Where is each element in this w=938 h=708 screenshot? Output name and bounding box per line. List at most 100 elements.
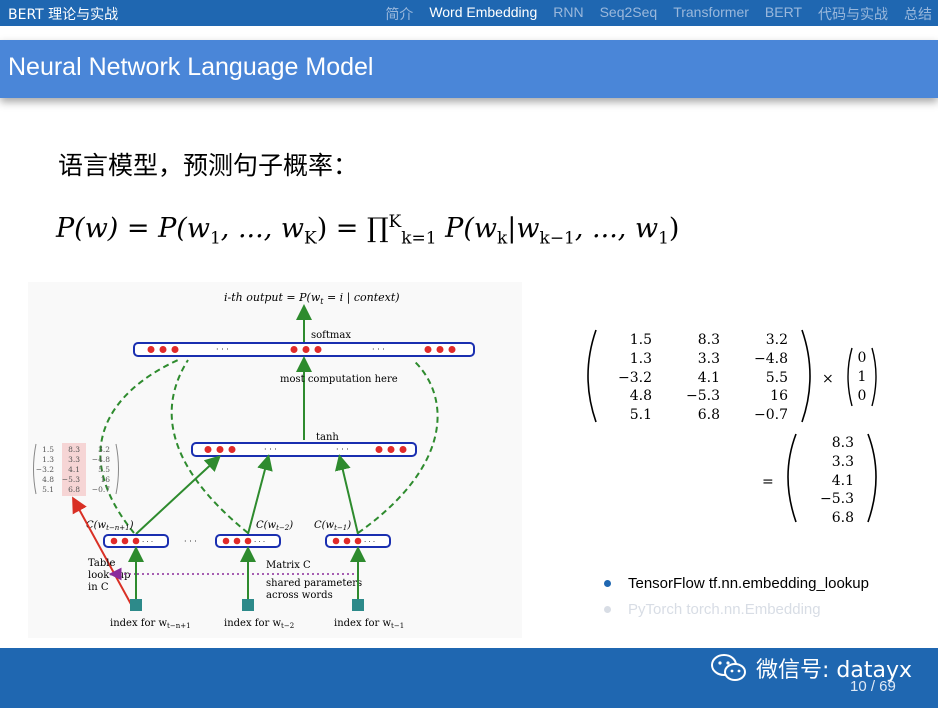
svg-text:3.3: 3.3 (698, 351, 720, 367)
formula-prod-sub: k=1 (401, 228, 437, 249)
bullet-pytorch: PyTorch torch.nn.Embedding (604, 596, 869, 622)
equals-sign: = (762, 474, 774, 490)
table-lookup-line-3: in C (88, 582, 109, 593)
embedding-lookup-math: 1.5 8.3 3.2 1.3 3.3 −4.8 −3.2 4.1 5.5 4.8 −5.3 1… (587, 329, 877, 526)
svg-text:5.5: 5.5 (98, 465, 110, 474)
svg-text:4.1: 4.1 (698, 370, 720, 386)
softmax-units (147, 346, 456, 353)
svg-text:−4.8: −4.8 (754, 351, 788, 367)
svg-text:3.3: 3.3 (832, 454, 854, 470)
svg-text:8.3: 8.3 (68, 445, 80, 454)
svg-text:5.5: 5.5 (766, 370, 788, 386)
emb3-dots: · · · (364, 538, 375, 546)
svg-text:1.5: 1.5 (630, 332, 652, 348)
formula-sub-1: 1 (209, 228, 221, 249)
svg-text:3.2: 3.2 (766, 332, 788, 348)
nnlm-diagram: i-th output = P(wt = i | context) softma… (28, 282, 522, 638)
softmax-dots-left: · · · (216, 345, 229, 354)
emb3-tanh-arrow (334, 454, 359, 535)
svg-text:4.1: 4.1 (68, 465, 80, 474)
softmax-dots-right: · · · (372, 345, 385, 354)
svg-text:6.8: 6.8 (68, 485, 80, 494)
index-label-2: index for wt−2 (224, 618, 294, 630)
svg-text:−0.7: −0.7 (92, 485, 110, 494)
tanh-dots-left: · · · (264, 445, 277, 454)
nav-item-seq2seq[interactable]: Seq2Seq (599, 4, 658, 20)
svg-text:0: 0 (858, 388, 867, 404)
formula-sub-k: K (303, 228, 317, 249)
formula-prod-sup: K (388, 212, 402, 232)
shared-params-line-2: across words (266, 590, 333, 601)
formula-sub-km1: k−1 (539, 228, 575, 249)
formula-rhs-c: , ..., w (574, 213, 659, 244)
svg-text:5.1: 5.1 (630, 407, 652, 423)
formula-ellipsis: , ..., w (220, 213, 304, 244)
tanh-units (204, 446, 407, 453)
nav-item-bert[interactable]: BERT (764, 4, 802, 20)
output-label: i-th output = P(wt = i | context) (224, 291, 400, 306)
nav-item-transformer[interactable]: Transformer (673, 4, 749, 20)
bullet-text: TensorFlow tf.nn.embedding_lookup (628, 574, 869, 592)
tanh-dots-right: · · · (336, 445, 349, 454)
svg-text:8.3: 8.3 (832, 435, 854, 451)
emb1-dots: · · · (142, 538, 153, 546)
formula-sub-kk: k (496, 228, 508, 249)
table-lookup-line-2: look−up (88, 570, 131, 581)
slide-heading: 语言模型，预测句子概率： (58, 151, 359, 180)
footer-bar (0, 648, 938, 708)
between-dots: · · · (184, 537, 197, 546)
index-label-1: index for wt−n+1 (110, 618, 191, 630)
svg-text:−3.2: −3.2 (618, 370, 652, 386)
svg-text:3.3: 3.3 (68, 455, 80, 464)
index-box-3 (352, 599, 364, 611)
wechat-watermark: 微信号: datayx (710, 652, 912, 684)
svg-text:1.3: 1.3 (42, 455, 54, 464)
svg-text:4.8: 4.8 (630, 388, 652, 404)
nav-item-intro[interactable]: 简介 (385, 6, 414, 22)
svg-text:0: 0 (858, 350, 867, 366)
nav-item-word-embedding[interactable]: Word Embedding (429, 4, 538, 20)
svg-text:−0.7: −0.7 (754, 407, 788, 423)
index-box-1 (130, 599, 142, 611)
c-label-1: C(wt−n+1) (86, 520, 134, 532)
svg-text:8.3: 8.3 (698, 332, 720, 348)
svg-text:16: 16 (100, 475, 110, 484)
formula-rhs-a: P(w (445, 213, 497, 244)
nav-item-summary[interactable]: 总结 (904, 6, 932, 22)
slide-title-bar: Neural Network Language Model (0, 40, 938, 98)
language-model-formula: P(w) = P(w1, ..., wK) = ∏Kk=1 P(wk|wk−1,… (56, 212, 680, 249)
wechat-icon (711, 654, 746, 681)
formula-rhs-b: |w (507, 213, 540, 244)
skip-connections (99, 359, 439, 534)
nav-item-code[interactable]: 代码与实战 (818, 6, 888, 22)
svg-text:3.2: 3.2 (98, 445, 110, 454)
emb2-dots: · · · (254, 538, 265, 546)
svg-text:6.8: 6.8 (832, 510, 854, 526)
result-vector: 8.3 3.3 4.1 −5.3 6.8 (820, 435, 854, 526)
tanh-layer (191, 442, 417, 457)
brand-title[interactable]: BERT 理论与实战 (8, 7, 119, 23)
bullet-tensorflow: TensorFlow tf.nn.embedding_lookup (604, 570, 869, 596)
svg-text:16: 16 (770, 388, 788, 404)
svg-text:−3.2: −3.2 (36, 465, 54, 474)
svg-text:1.3: 1.3 (630, 351, 652, 367)
most-computation-label: most computation here (280, 374, 398, 385)
emb1-tanh-arrow (135, 455, 221, 535)
svg-text:−5.3: −5.3 (686, 388, 720, 404)
svg-text:6.8: 6.8 (698, 407, 720, 423)
slide-title: Neural Network Language Model (8, 53, 374, 81)
nav-item-rnn[interactable]: RNN (553, 4, 584, 20)
softmax-label: softmax (311, 330, 351, 341)
matrix-c-label: Matrix C (266, 560, 311, 571)
svg-text:5.1: 5.1 (42, 485, 54, 494)
svg-text:−5.3: −5.3 (820, 491, 854, 507)
shared-params-line-1: shared parameters (266, 578, 362, 589)
tanh-label: tanh (316, 432, 339, 443)
table-lookup-line-1: Table (88, 558, 115, 569)
bullet-text: PyTorch torch.nn.Embedding (628, 600, 821, 618)
c-label-3: C(wt−1) (314, 520, 351, 532)
formula-lhs: P(w) = P(w (56, 213, 210, 244)
api-bullets: TensorFlow tf.nn.embedding_lookup PyTorc… (604, 570, 869, 622)
svg-text:4.1: 4.1 (832, 473, 854, 489)
top-nav-bar: BERT 理论与实战 简介 Word Embedding RNN Seq2Seq… (0, 0, 938, 26)
